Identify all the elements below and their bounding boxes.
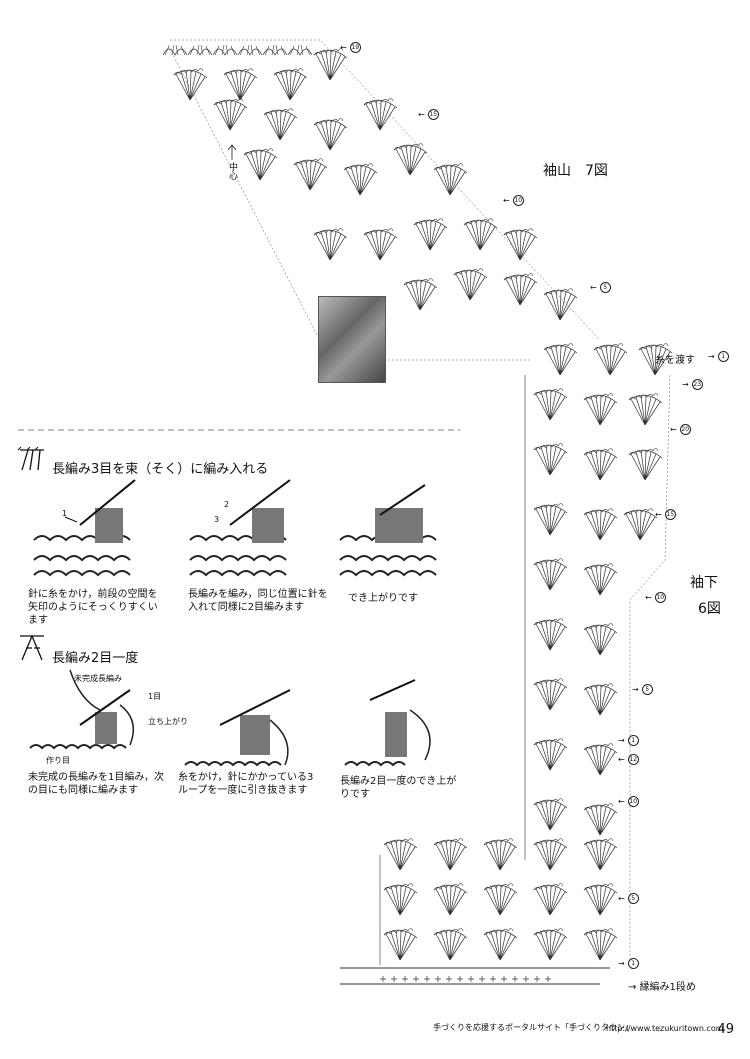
sode-shita-fig-label: 6図 bbox=[698, 601, 721, 617]
photo-thumbnail-image bbox=[318, 296, 386, 383]
center-arrow-icon bbox=[227, 144, 237, 160]
technique1-step1-text: 針に糸をかけ，前段の空間を矢印のようにそっくりすくいます bbox=[28, 589, 158, 626]
row-mark: ←5 bbox=[618, 893, 639, 904]
illustration-t1-step3 bbox=[339, 484, 437, 577]
technique2-step3-text: 長編み2目一度のでき上がりです bbox=[340, 776, 457, 800]
sleeve-cap-pattern bbox=[162, 39, 601, 361]
technique2-title: 長編み2目一度 bbox=[52, 651, 139, 666]
illustration-t1-step1 bbox=[33, 479, 136, 577]
sode-yama-label: 袖山 7図 bbox=[543, 163, 608, 179]
t2-label-1me: 1目 bbox=[148, 692, 162, 701]
footer-url-link[interactable]: http://www.tezukuritown.com bbox=[606, 1024, 724, 1033]
ito-wo-watasu-label: 糸を渡す bbox=[655, 355, 695, 366]
t2-label-tachiagari: 立ち上がり bbox=[148, 717, 188, 726]
illustration-t1-step2 bbox=[189, 479, 291, 577]
row-mark: ←10 bbox=[645, 592, 666, 603]
technique1-title: 長編み3目を束（そく）に編み入れる bbox=[52, 462, 269, 477]
row-mark: ←5 bbox=[590, 282, 611, 293]
technique2-step1-text: 未完成の長編みを1目編み，次の目にも同様に編みます bbox=[28, 772, 164, 796]
t1-num1: 1 bbox=[62, 509, 68, 518]
row-mark: →5 bbox=[632, 684, 653, 695]
edge-row-label: → 縁編み1段め bbox=[628, 982, 696, 993]
row-mark: →1 bbox=[618, 958, 639, 969]
row-mark: →23 bbox=[682, 379, 703, 390]
row-mark: →1 bbox=[708, 351, 729, 362]
symbol-dc2tog-icon bbox=[20, 634, 44, 661]
center-label: 中心 bbox=[227, 162, 237, 180]
illustration-t2-step3 bbox=[344, 679, 431, 767]
edge-row-text: 縁編み1段め bbox=[639, 982, 696, 993]
t2-label-miseisei: 未完成長編み bbox=[74, 674, 122, 683]
row-mark: ←12 bbox=[618, 754, 639, 765]
row-mark: ←10 bbox=[618, 796, 639, 807]
row-mark: ←19 bbox=[340, 42, 361, 53]
t2-label-tsukurime: 作り目 bbox=[46, 756, 70, 765]
technique1-step2-text: 長編みを編み，同じ位置に針を入れて同様に2目編みます bbox=[188, 589, 328, 613]
sleeve-bottom-pattern bbox=[340, 838, 618, 985]
t1-num3: 3 bbox=[214, 515, 220, 524]
row-mark: ←15 bbox=[418, 109, 439, 120]
row-mark: →1 bbox=[618, 735, 639, 746]
technique2-step2-text: 糸をかけ，針にかかっている3ループを一度に引き抜きます bbox=[178, 772, 314, 796]
t1-num2: 2 bbox=[224, 500, 230, 509]
technique1-step3-text: でき上がりです bbox=[348, 593, 418, 604]
row-mark: ←20 bbox=[670, 424, 691, 435]
row-mark: ←15 bbox=[655, 509, 676, 520]
symbol-three-dc-icon bbox=[17, 446, 44, 471]
page-number: 49 bbox=[717, 1022, 734, 1037]
sleeve-under-pattern bbox=[524, 343, 673, 960]
illustration-t2-step1 bbox=[29, 669, 135, 750]
illustration-t2-step2 bbox=[184, 689, 291, 767]
sode-shita-label: 袖下 bbox=[690, 575, 718, 591]
footer-site-text: 手づくりを応援するポータルサイト「手づくりタウン」 bbox=[433, 1023, 633, 1032]
row-mark: ←10 bbox=[503, 195, 524, 206]
